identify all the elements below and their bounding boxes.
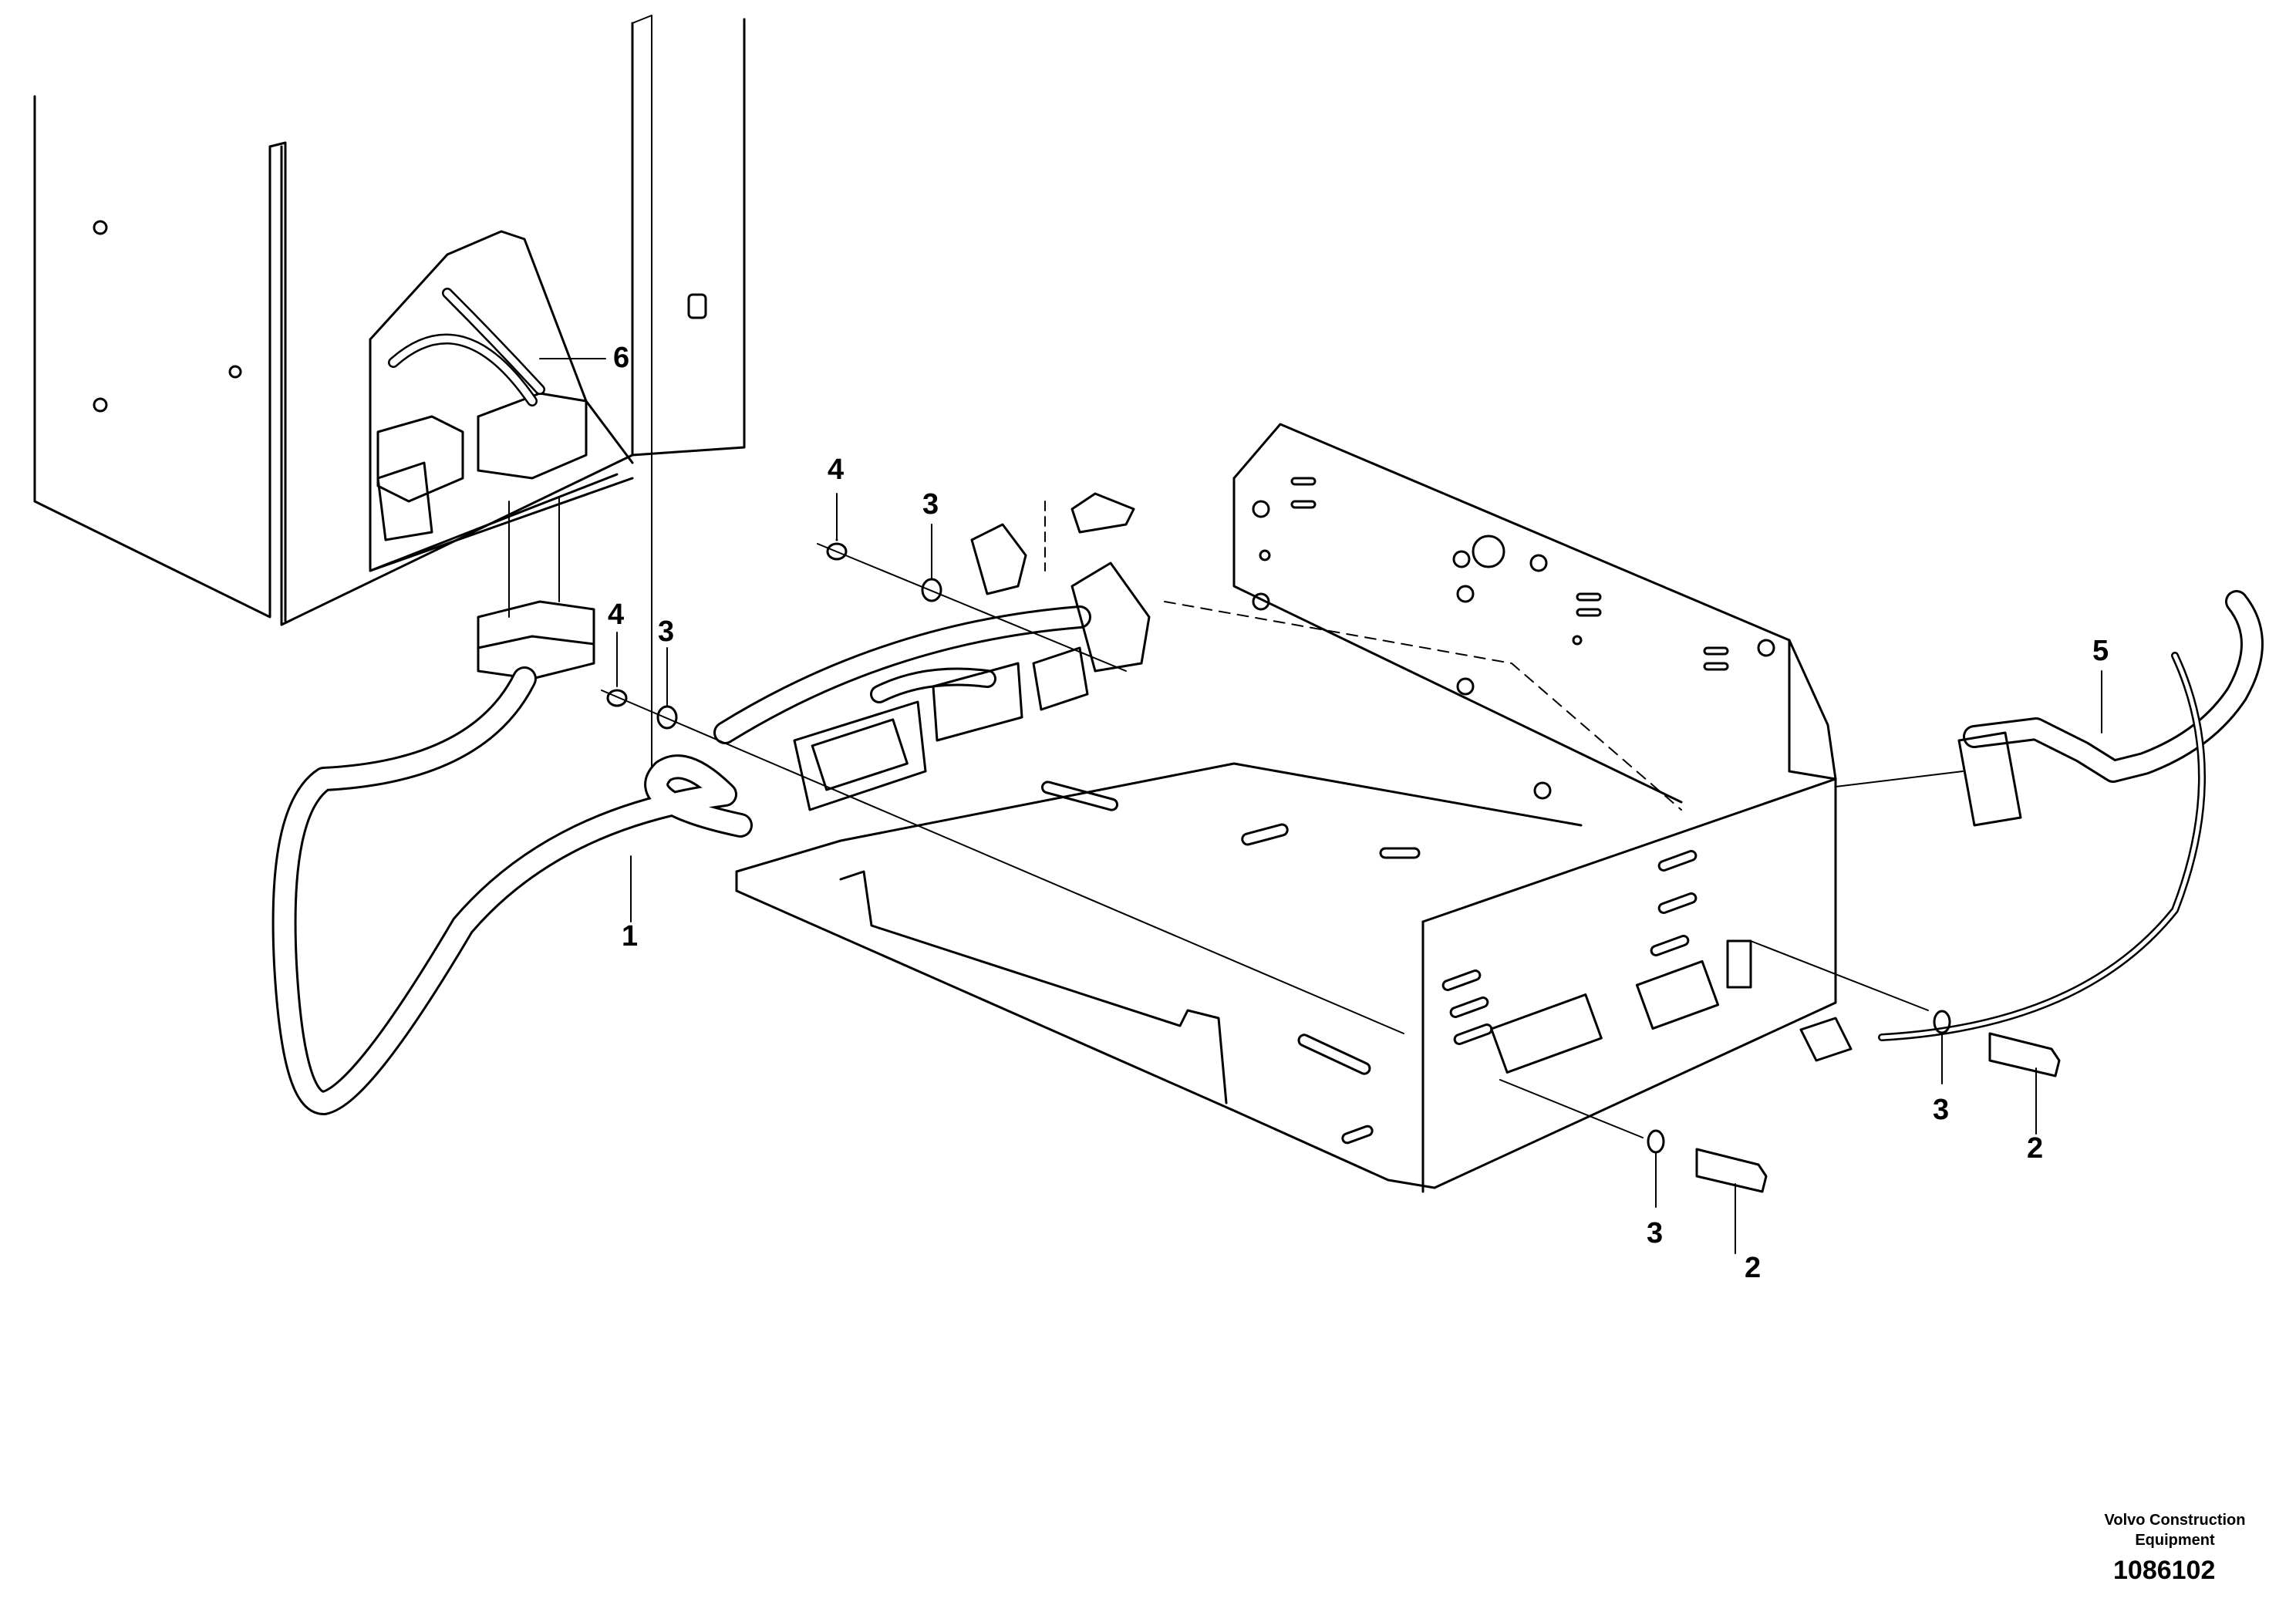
- company-name-line-2: Equipment: [2135, 1532, 2215, 1549]
- title-block: Volvo Construction Equipment 1086102: [2052, 1510, 2296, 1586]
- harness-connector-block: [477, 497, 595, 680]
- frame-connectors: [793, 492, 1151, 811]
- company-name-line-1: Volvo Construction: [2104, 1512, 2246, 1529]
- callout-harness-6: 6: [613, 342, 630, 374]
- cabinet-connectors: [376, 288, 588, 541]
- mounting-frame: [735, 423, 1837, 1193]
- callout-nut-4-upper: 4: [828, 454, 845, 486]
- callout-washer-3-right: 3: [1933, 1094, 1950, 1126]
- callout-nut-4-lower: 4: [608, 599, 625, 631]
- callout-washer-3-lower: 3: [658, 615, 675, 648]
- callout-washer-3-upper: 3: [922, 488, 939, 521]
- harness-1: [271, 605, 1091, 1115]
- harness-5: [1799, 590, 2264, 1062]
- callout-screw-2-lower: 2: [1745, 1252, 1762, 1284]
- callout-screw-2-right: 2: [2027, 1132, 2044, 1165]
- drawing-number: 1086102: [2113, 1556, 2216, 1585]
- callout-washer-3-bottom: 3: [1647, 1217, 1664, 1249]
- callout-harness-5: 5: [2092, 635, 2109, 667]
- cabinet-housing: [33, 15, 746, 772]
- callout-harness-1: 1: [622, 920, 639, 953]
- fasteners: [601, 493, 2061, 1254]
